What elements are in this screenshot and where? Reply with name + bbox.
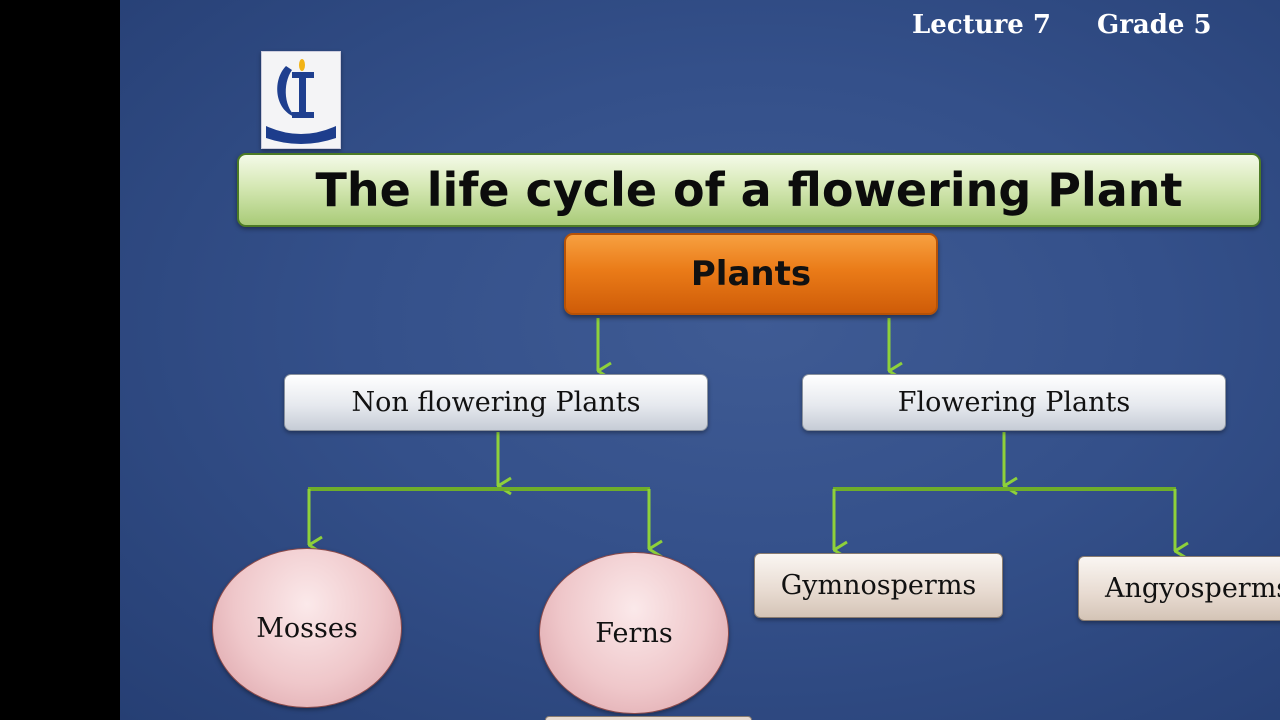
node-non-flowering-plants: Non flowering Plants: [284, 374, 708, 431]
node-flowering-plants: Flowering Plants: [802, 374, 1226, 431]
node-mosses: Mosses: [212, 548, 402, 708]
node-plants: Plants: [564, 233, 938, 315]
node-gymnosperms: Gymnosperms: [754, 553, 1003, 618]
connector-lines: [307, 318, 1280, 720]
school-crest-logo-icon: [261, 51, 341, 149]
grade-label: Grade 5: [1097, 10, 1212, 40]
offscreen-node-edge: [545, 716, 752, 720]
slide: Lecture 7 Grade 5 The life cycle of a fl…: [120, 0, 1280, 720]
lecture-label: Lecture 7: [912, 10, 1051, 40]
node-ferns: Ferns: [539, 552, 729, 714]
title-banner: The life cycle of a flowering Plant: [237, 153, 1261, 227]
node-angyosperms: Angyosperms: [1078, 556, 1280, 621]
slide-title: The life cycle of a flowering Plant: [315, 163, 1183, 217]
